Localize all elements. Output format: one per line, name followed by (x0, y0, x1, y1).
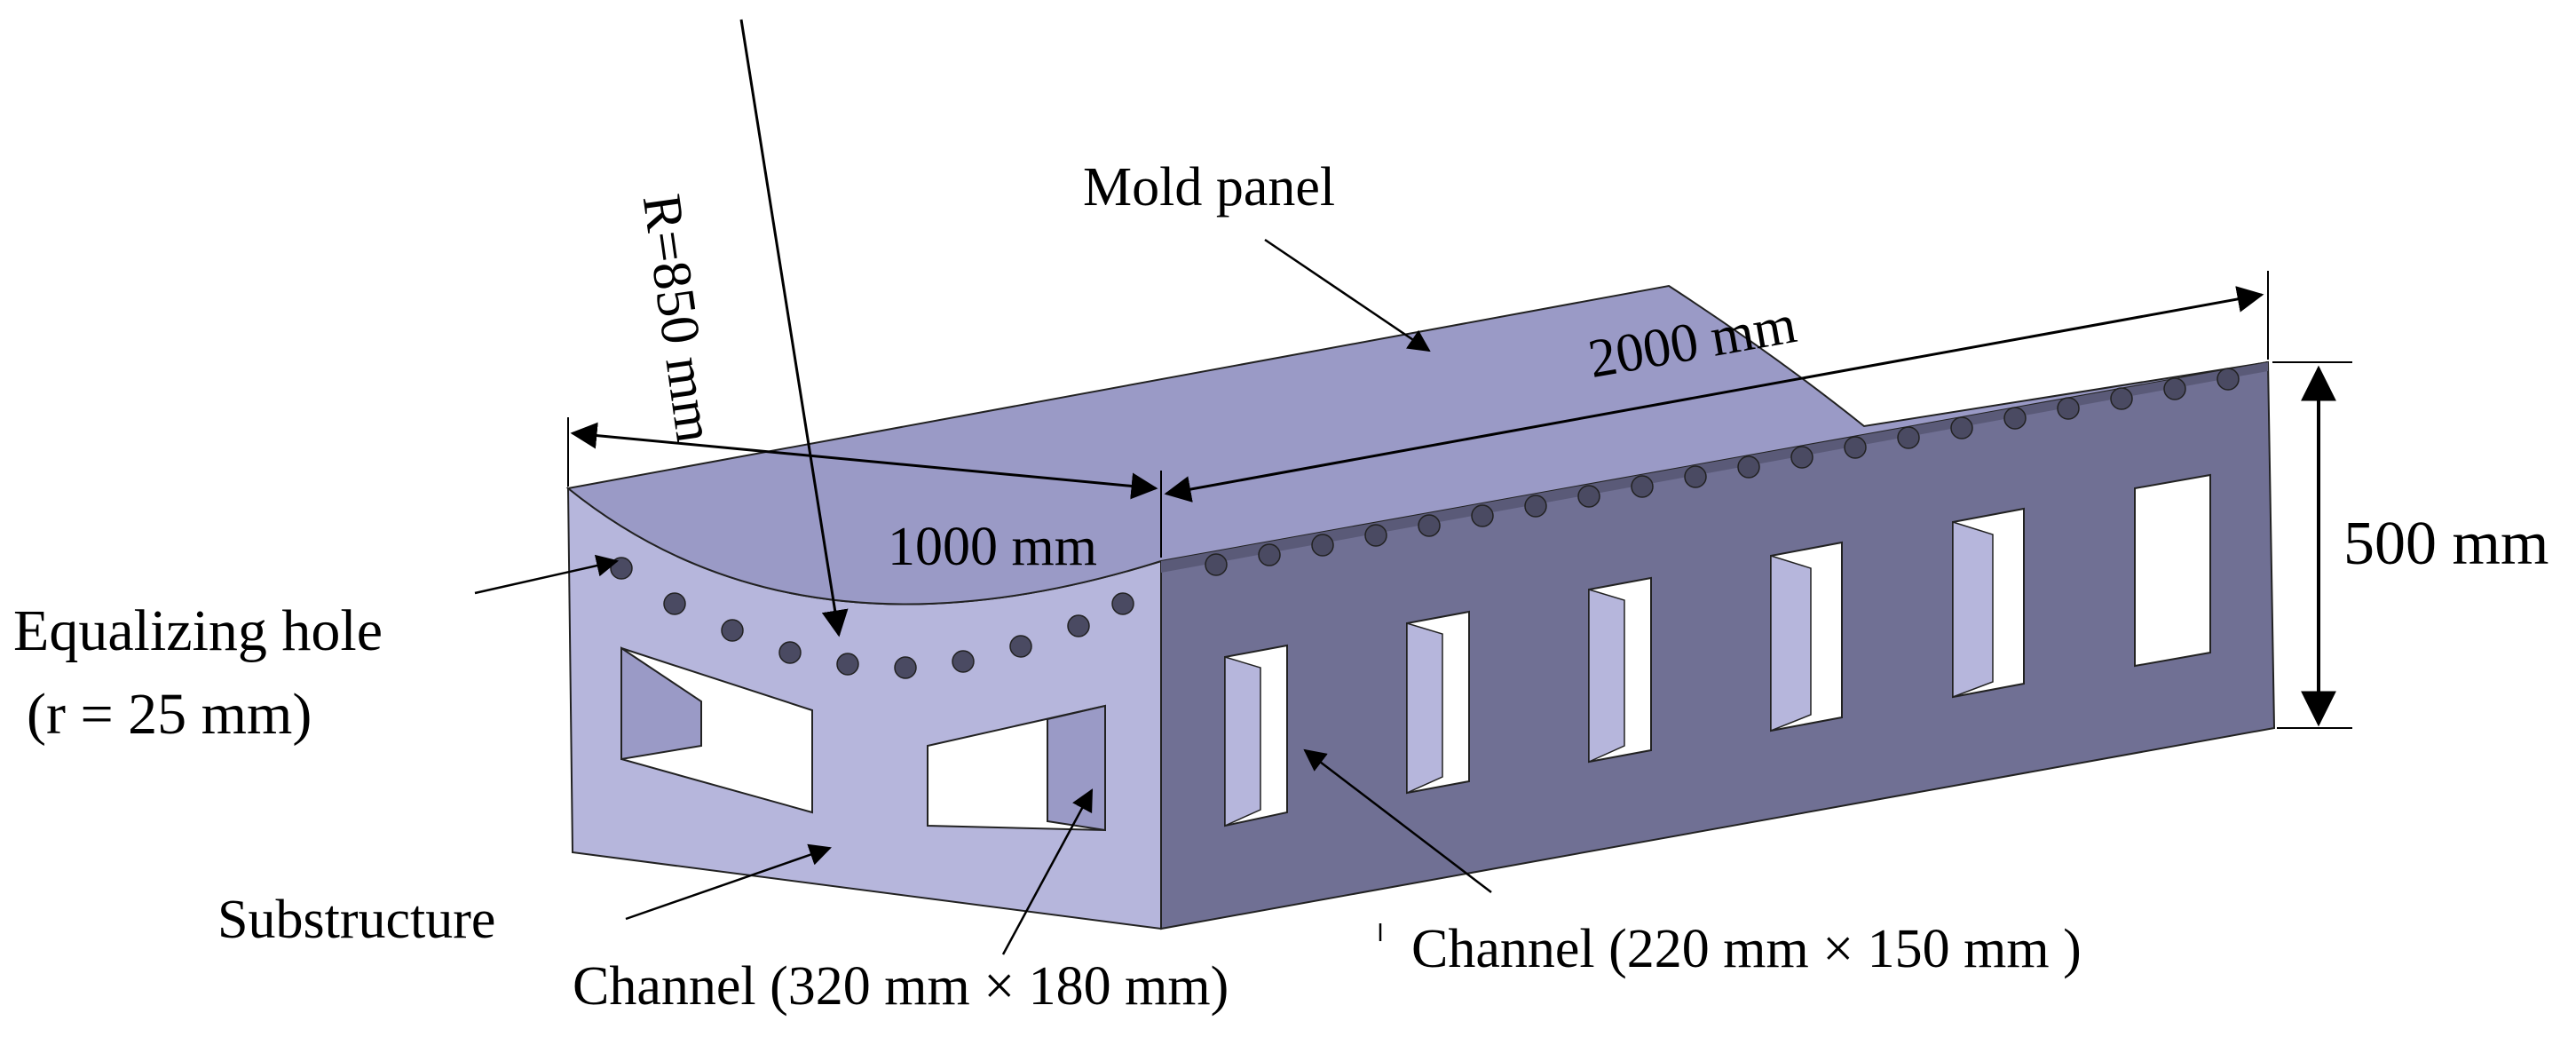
substructure-label: Substructure (217, 890, 496, 950)
equalizing-hole-radius-label: (r = 25 mm) (27, 682, 312, 747)
channel-small-label: Channel (220 mm × 150 mm ) (1411, 919, 2082, 979)
height-label: 500 mm (2343, 510, 2549, 578)
mold-panel-label: Mold panel (1083, 157, 1336, 218)
equalizing-holes-end (610, 557, 1134, 679)
channel-large-label: Channel (320 mm × 180 mm) (573, 956, 1229, 1017)
width-dimension-line (570, 422, 1158, 500)
width-label: 1000 mm (888, 517, 1097, 577)
leader-lines (474, 238, 1492, 955)
channel-large-openings (620, 646, 1106, 832)
equalizing-hole-label: Equalizing hole (13, 598, 383, 663)
length-dimension-line (1164, 286, 2264, 503)
channel-inner-walls (1224, 520, 1994, 827)
radius-leader-line (739, 19, 849, 637)
